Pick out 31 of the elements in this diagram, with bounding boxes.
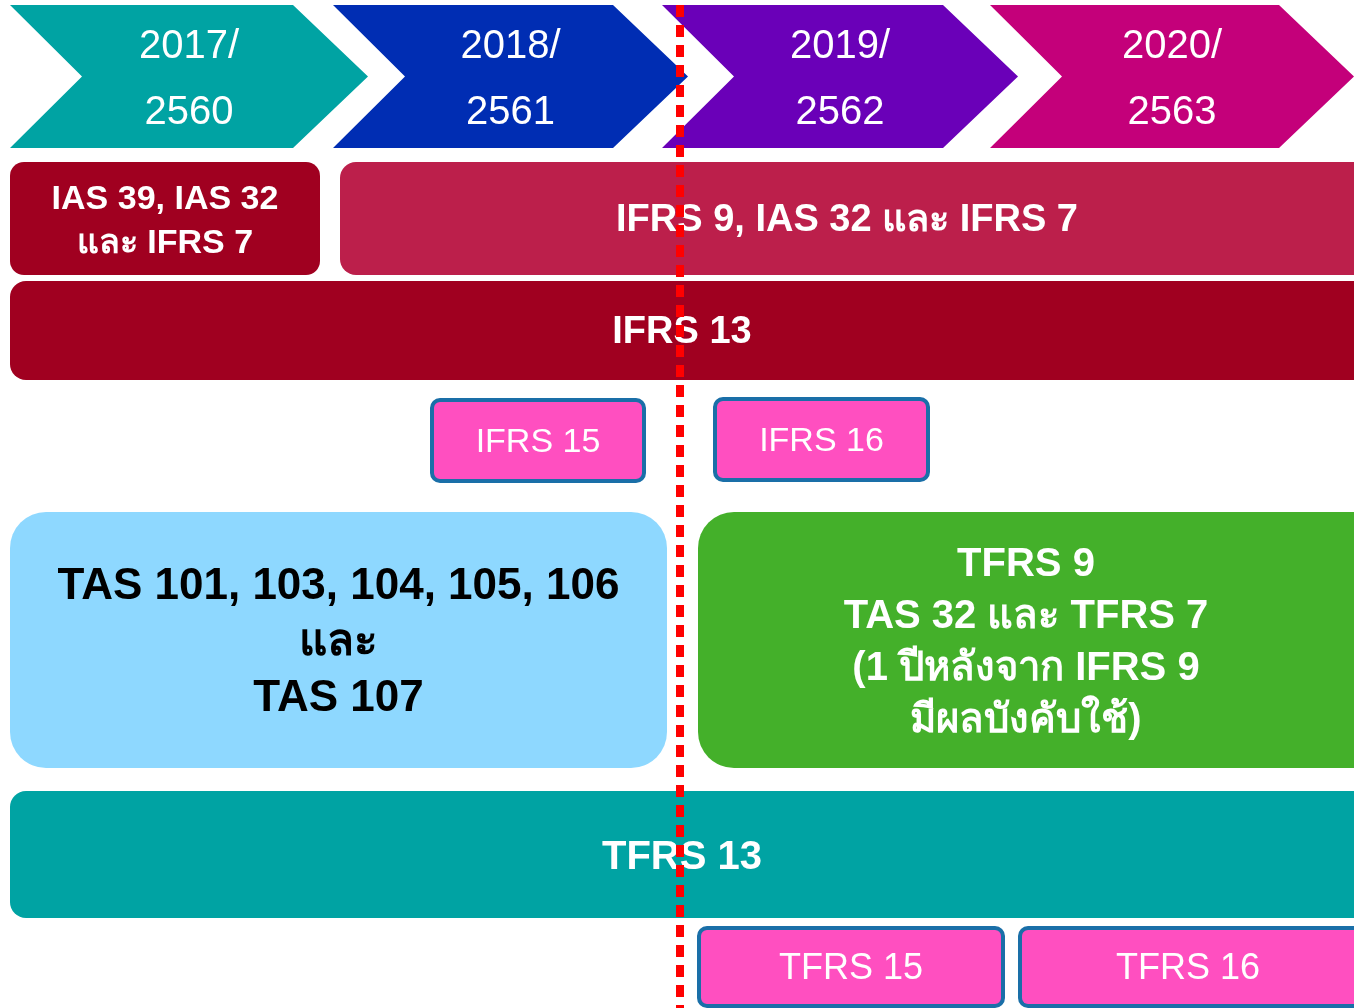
standard-box: [430, 398, 646, 483]
standard-label: (1 ปีหลังจาก IFRS 9 มีผลบังคับใช้): [851, 643, 1201, 742]
standard-label: TAS 107: [253, 670, 424, 722]
standard-panel: [10, 512, 667, 768]
year-banner: [333, 5, 688, 148]
standard-box: [1018, 926, 1354, 1008]
standard-label: และ: [299, 614, 378, 666]
standard-bar: [10, 281, 1354, 380]
standard-panel: [698, 512, 1354, 768]
year-banner: [662, 5, 1018, 148]
standard-label: IFRS 15: [475, 420, 601, 461]
standard-box: [713, 397, 930, 482]
standard-label: TFRS 13: [601, 831, 762, 879]
standard-label: TFRS 15: [778, 945, 923, 989]
year-label: 2020/ 2563: [1120, 20, 1224, 134]
standard-label: TFRS 9: [957, 539, 1095, 586]
year-banner: [10, 5, 368, 148]
standard-box: [697, 926, 1005, 1008]
standard-label: TAS 101, 103, 104, 105, 106: [57, 558, 620, 610]
standard-label: IAS 39, IAS 32 และ IFRS 7: [50, 176, 280, 262]
year-banner: [990, 5, 1354, 148]
standard-label: IFRS 13: [612, 308, 752, 353]
standard-label: IFRS 16: [759, 419, 884, 460]
standard-bar: [10, 791, 1354, 918]
standard-label: TFRS 16: [1115, 945, 1260, 989]
year-label: 2018/ 2561: [459, 20, 562, 134]
standard-bar: [340, 162, 1354, 275]
year-label: 2017/ 2560: [137, 20, 241, 134]
standard-label: TAS 32 และ TFRS 7: [843, 591, 1209, 638]
year-label: 2019/ 2562: [788, 20, 892, 134]
standard-bar: [10, 162, 320, 275]
